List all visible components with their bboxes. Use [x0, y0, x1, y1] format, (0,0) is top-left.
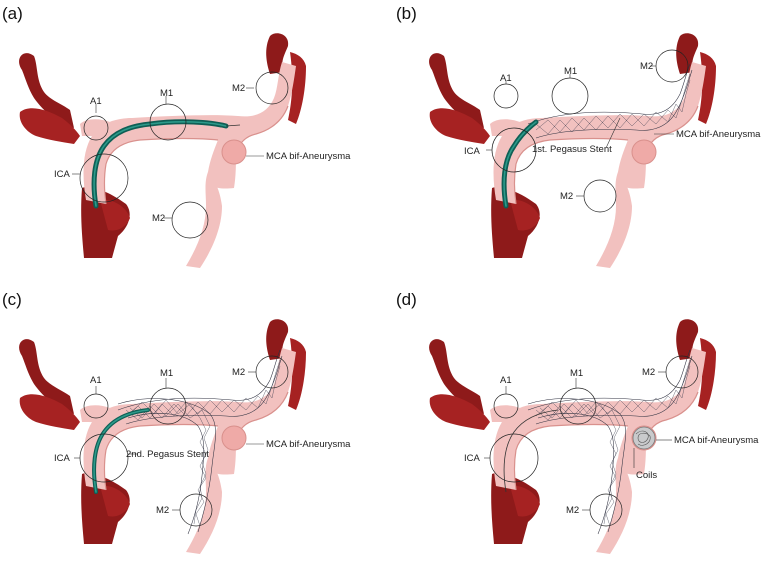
label-device-b: 1st. Pegasus Stent [532, 144, 612, 155]
label-m2-bottom-c: M2 [156, 505, 169, 516]
label-a1-a: A1 [90, 96, 102, 107]
label-ica-a: ICA [54, 169, 71, 180]
label-m2-bottom-a: M2 [152, 213, 165, 224]
label-ica-b: ICA [464, 146, 481, 157]
label-aneurysm-a: MCA bif-Aneurysma [266, 151, 351, 162]
label-m2-top-b: M2 [640, 61, 653, 72]
label-aneurysm-c: MCA bif-Aneurysma [266, 439, 351, 450]
label-m2-top-d: M2 [642, 367, 655, 378]
label-m1-d: M1 [570, 368, 583, 379]
coil-mass-icon [632, 426, 656, 450]
label-m1-b: M1 [564, 66, 577, 77]
label-m1-a: M1 [160, 88, 173, 99]
panel-letter-d: (d) [396, 290, 417, 309]
panel-c [18, 318, 307, 555]
panel-a [18, 32, 307, 269]
panel-letter-a: (a) [2, 4, 23, 23]
label-aneurysm-d: MCA bif-Aneurysma [674, 435, 759, 446]
panel-b [428, 32, 717, 269]
panel-d [428, 318, 717, 555]
label-a1-b: A1 [500, 73, 512, 84]
label-m2-top-c: M2 [232, 367, 245, 378]
label-ica-d: ICA [464, 453, 481, 464]
label-a1-d: A1 [500, 375, 512, 386]
panel-letter-c: (c) [2, 290, 22, 309]
label-m1-c: M1 [160, 368, 173, 379]
label-aneurysm-b: MCA bif-Aneurysma [676, 129, 761, 140]
label-m2-top-a: M2 [232, 83, 245, 94]
label-ica-c: ICA [54, 453, 71, 464]
label-m2-bottom-b: M2 [560, 191, 573, 202]
panel-letter-b: (b) [396, 4, 417, 23]
label-device-c: 2nd. Pegasus Stent [126, 449, 209, 460]
label-device-d: Coils [636, 470, 657, 481]
label-a1-c: A1 [90, 375, 102, 386]
label-m2-bottom-d: M2 [566, 505, 579, 516]
